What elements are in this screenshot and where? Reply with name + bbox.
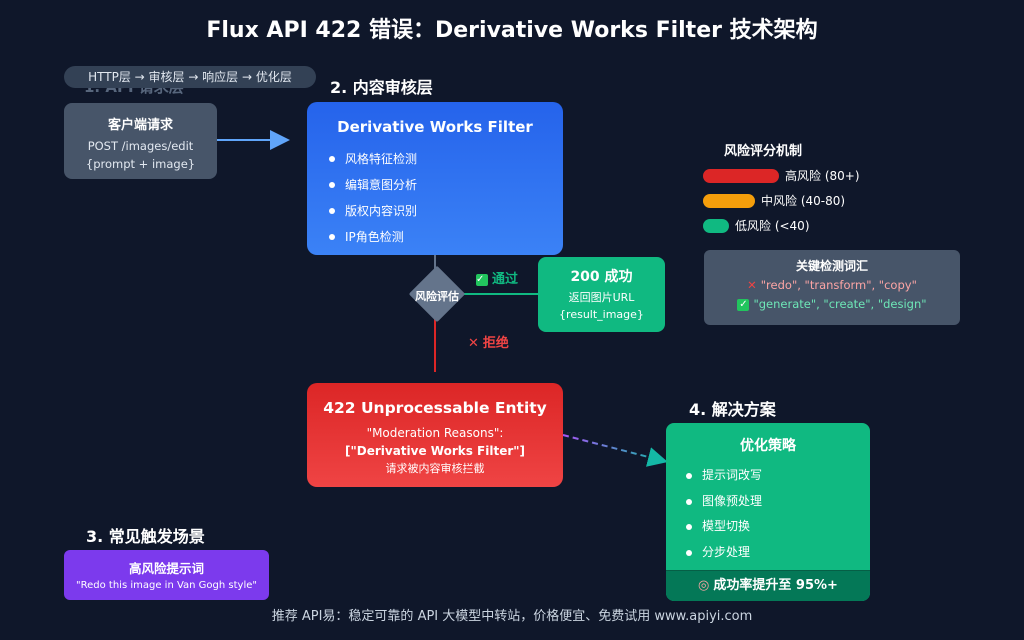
target-icon: ◎ — [698, 578, 710, 593]
client-title: 客户端请求 — [107, 118, 173, 133]
strategy-item: 图像预处理 — [686, 489, 870, 515]
error-to-strategy-arrow — [562, 434, 668, 467]
footer-promo: 推荐 API易：稳定可靠的 API 大模型中转站，价格便宜、免费试用 www.a… — [271, 609, 753, 624]
filter-item: 编辑意图分析 — [329, 172, 563, 198]
risk-level-low: 低风险 (<40) — [703, 217, 810, 233]
reject-label: ✕拒绝 — [468, 332, 509, 351]
filter-check-list: 风格特征检测 编辑意图分析 版权内容识别 IP角色检测 — [307, 146, 563, 250]
success-title: 200 成功 — [570, 269, 633, 285]
risk-label-high: 高风险 (80+) — [785, 168, 860, 183]
strategy-item: 提示词改写 — [686, 463, 870, 489]
risk-pill-low — [703, 218, 729, 233]
risk-level-high: 高风险 (80+) — [703, 167, 860, 183]
scenario-example: "Redo this image in Van Gogh style" — [76, 580, 257, 591]
layer-flow-strip: HTTP层 → 审核层 → 响应层 → 优化层 — [64, 66, 316, 88]
page-title: Flux API 422 错误：Derivative Works Filter … — [206, 18, 818, 43]
derivative-filter-box: Derivative Works Filter 风格特征检测 编辑意图分析 版权… — [307, 102, 563, 255]
success-line-url: 返回图片URL — [568, 291, 635, 304]
error-line-note: 请求被内容审核拦截 — [385, 462, 485, 475]
risk-decision-label: 风险评估 — [415, 290, 459, 303]
error-line-filter: ["Derivative Works Filter"] — [345, 444, 525, 458]
cross-icon: ✕ — [747, 278, 757, 292]
filter-item: IP角色检测 — [329, 224, 563, 250]
risk-scoring-title: 风险评分机制 — [724, 144, 803, 159]
keyword-title: 关键检测词汇 — [795, 259, 868, 273]
error-422-box: 422 Unprocessable Entity "Moderation Rea… — [307, 383, 563, 487]
high-risk-prompt-box: 高风险提示词 "Redo this image in Van Gogh styl… — [64, 550, 269, 600]
risk-label-medium: 中风险 (40-80) — [761, 193, 846, 208]
keyword-good-row: ✓"generate", "create", "design" — [704, 295, 960, 314]
strategy-title: 优化策略 — [740, 438, 796, 454]
risk-pill-medium — [703, 193, 755, 208]
risk-pill-high — [703, 168, 779, 183]
optimization-strategy-box: 优化策略 提示词改写 图像预处理 模型切换 分步处理 ◎成功率提升至 95%+ — [666, 423, 870, 601]
error-title: 422 Unprocessable Entity — [323, 399, 547, 417]
client-line-payload: {prompt + image} — [85, 157, 196, 171]
check-icon: ✓ — [737, 298, 750, 311]
keyword-good-text: "generate", "create", "design" — [753, 297, 927, 311]
keyword-bad-text: "redo", "transform", "copy" — [760, 278, 917, 292]
cross-icon: ✕ — [468, 336, 479, 351]
success-line-result: {result_image} — [559, 308, 644, 321]
check-icon: ✓ — [476, 273, 488, 286]
risk-label-low: 低风险 (<40) — [735, 218, 810, 233]
success-rate-text: 成功率提升至 95%+ — [713, 578, 838, 593]
error-line-reasons: "Moderation Reasons": — [366, 426, 504, 440]
filter-item: 版权内容识别 — [329, 198, 563, 224]
filter-item: 风格特征检测 — [329, 146, 563, 172]
client-request-box: 客户端请求 POST /images/edit {prompt + image} — [64, 103, 217, 179]
section-title-scenarios: 3. 常见触发场景 — [86, 527, 205, 546]
success-rate-banner: ◎成功率提升至 95%+ — [666, 570, 870, 601]
strategy-item: 分步处理 — [686, 540, 870, 566]
success-response-box: 200 成功 返回图片URL {result_image} — [538, 257, 665, 332]
reject-text: 拒绝 — [482, 336, 509, 351]
strategy-list: 提示词改写 图像预处理 模型切换 分步处理 — [666, 463, 870, 565]
section-title-moderation: 2. 内容审核层 — [330, 78, 433, 97]
risk-level-medium: 中风险 (40-80) — [703, 192, 845, 208]
section-title-solutions: 4. 解决方案 — [689, 400, 776, 419]
scenario-title: 高风险提示词 — [128, 561, 204, 576]
filter-title: Derivative Works Filter — [337, 118, 533, 136]
strategy-item: 模型切换 — [686, 514, 870, 540]
keyword-bad-row: ✕"redo", "transform", "copy" — [704, 276, 960, 295]
keyword-detection-box: 关键检测词汇 ✕"redo", "transform", "copy" ✓"ge… — [704, 250, 960, 325]
pass-text: 通过 — [492, 272, 519, 287]
client-line-endpoint: POST /images/edit — [87, 139, 194, 153]
pass-label: ✓ 通过 — [476, 268, 518, 287]
